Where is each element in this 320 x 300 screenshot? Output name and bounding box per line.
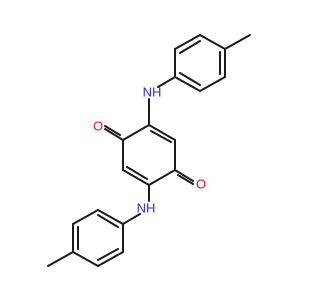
oxygen-bottom-label: O — [196, 177, 206, 192]
bond-co-top-double — [104, 125, 121, 136]
bond-tb5-tb6 — [97, 251, 124, 267]
bond-ta2-ta3-double — [179, 40, 201, 54]
bond-ta6-ta1-double — [179, 72, 201, 86]
bond-methyl-top — [224, 34, 251, 50]
bond-ring-c4-c5-double — [126, 166, 148, 180]
bond-tb1-tb2 — [97, 209, 124, 225]
bond-ta3-ta4 — [199, 34, 226, 50]
bond-ring-c3-c4 — [148, 169, 176, 186]
bond-co-bottom — [174, 169, 194, 182]
bond-ring-c1-c2-double — [150, 130, 172, 143]
amine-bottom: NH — [122, 184, 156, 225]
bond-tb4-tb5 — [72, 251, 99, 267]
bond-co-top — [104, 128, 124, 141]
bond-methyl-bottom — [47, 251, 74, 267]
bond-ta2-ta3 — [174, 34, 201, 50]
bond-tb2-tb3 — [72, 209, 99, 225]
bond-n-bottom-aryl — [122, 213, 141, 225]
bond-n-top-aryl — [157, 76, 176, 88]
molecule-diagram: O O NH NH — [47, 34, 251, 267]
bond-ring-c6-c1 — [122, 124, 150, 141]
carbonyl-top: O — [93, 119, 124, 141]
bond-tb1-tb2-double — [97, 214, 119, 228]
carbonyl-bottom: O — [174, 169, 206, 192]
bond-co-bottom-double — [177, 174, 194, 185]
quinone-ring — [122, 124, 176, 186]
bond-ring-c1-c2 — [148, 124, 176, 141]
bond-ta5-ta6 — [199, 76, 226, 92]
tolyl-ring-bottom — [47, 209, 124, 267]
bond-tb5-tb6-double — [97, 248, 119, 261]
nh-top-label: NH — [143, 85, 162, 100]
nh-bottom-label: NH — [137, 201, 156, 216]
bond-ta6-ta1 — [174, 76, 201, 92]
tolyl-ring-top — [174, 34, 251, 92]
oxygen-top-label: O — [93, 119, 103, 134]
bond-ring-c4-c5 — [122, 169, 150, 186]
amine-top: NH — [143, 76, 176, 126]
